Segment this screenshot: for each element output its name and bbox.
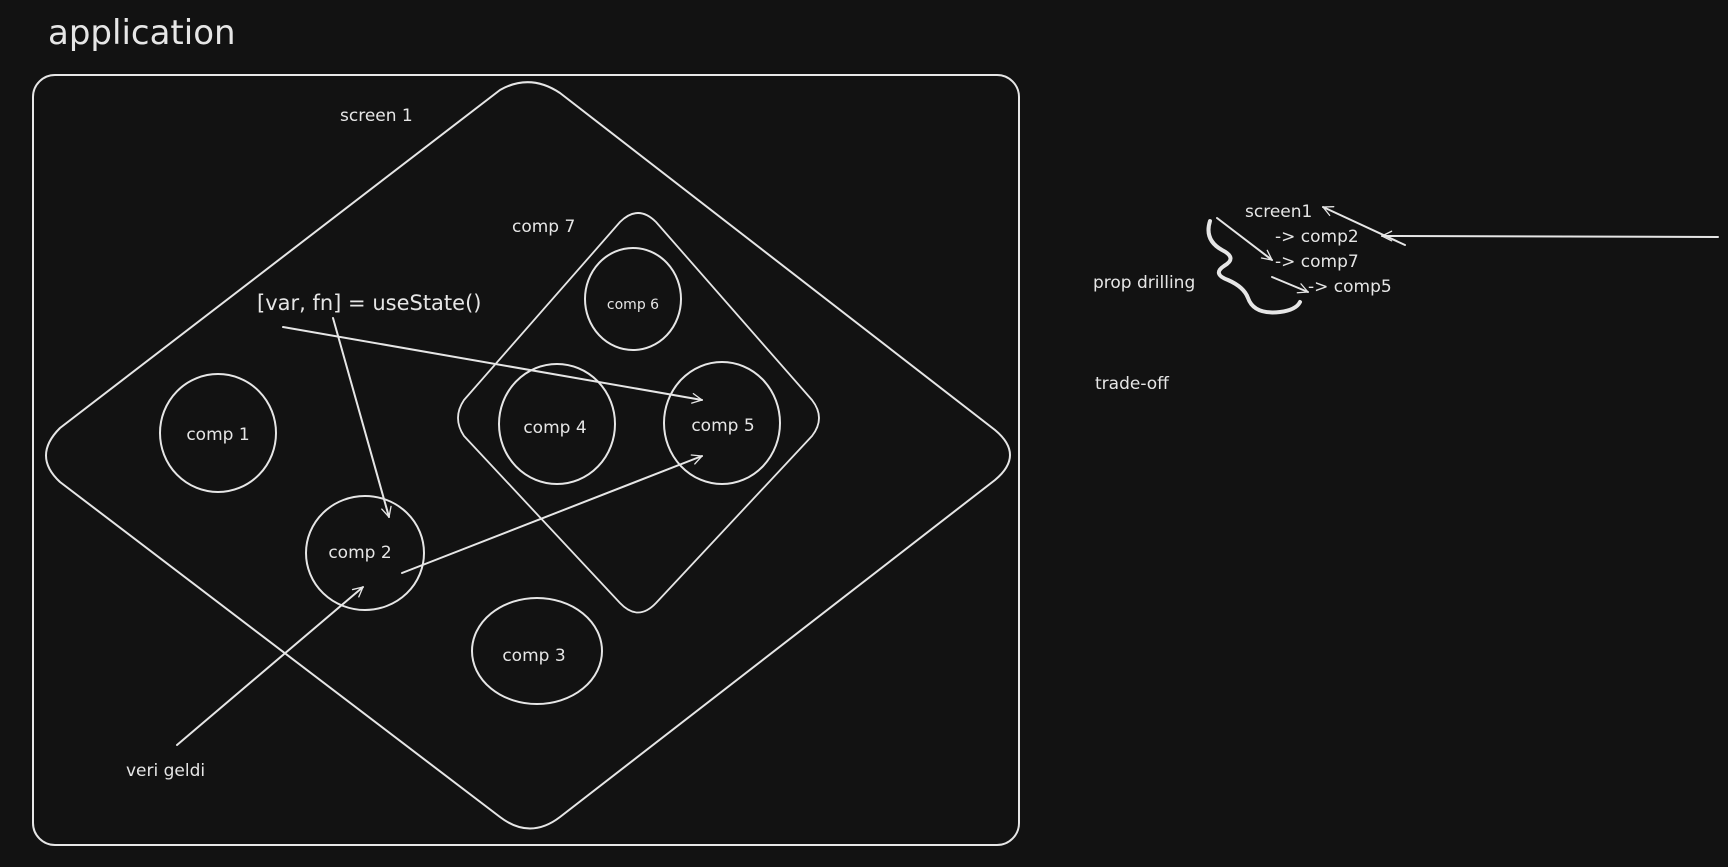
comp3-label: comp 3 <box>502 646 565 666</box>
screen-label: screen 1 <box>340 106 413 126</box>
comp6-label: comp 6 <box>607 297 659 313</box>
long-pointer-arrow <box>1381 230 1719 242</box>
state-to-comp5-arrow <box>282 326 703 404</box>
screen-diamond <box>45 81 1011 830</box>
comp7-diamond <box>457 212 820 614</box>
prop-drilling-brace <box>1206 219 1302 315</box>
app-title: application <box>48 13 236 53</box>
chain-screen1: screen1 <box>1245 202 1312 222</box>
tradeoff-label: trade-off <box>1095 374 1170 394</box>
comp5-circle <box>663 361 781 485</box>
chain-comp7: -> comp7 <box>1275 252 1359 272</box>
application-frame <box>32 74 1020 846</box>
prop-drilling-label: prop drilling <box>1093 273 1195 293</box>
comp1-label: comp 1 <box>186 425 249 445</box>
comp5-label: comp 5 <box>691 416 754 436</box>
chain-comp2: -> comp2 <box>1275 227 1359 247</box>
comp2-label: comp 2 <box>328 543 391 563</box>
comp4-circle <box>498 363 616 485</box>
comp2-to-comp5-arrow <box>401 454 703 574</box>
comp7-to-comp5-arrow <box>1271 276 1309 294</box>
comp1-circle <box>159 373 277 493</box>
incoming-data-label: veri geldi <box>126 761 205 781</box>
pointer-to-screen1-arrow <box>1322 206 1406 246</box>
comp6-circle <box>584 247 682 351</box>
chain-comp5: -> comp5 <box>1308 277 1392 297</box>
comp2-circle <box>305 495 425 611</box>
comp4-label: comp 4 <box>523 418 586 438</box>
screen1-to-comp2-arrow <box>1216 217 1273 261</box>
state-to-comp2-arrow <box>332 317 392 518</box>
comp3-circle <box>471 597 603 705</box>
comp7-label: comp 7 <box>512 217 575 237</box>
usestate-label: [var, fn] = useState() <box>257 291 481 315</box>
incoming-data-arrow <box>176 586 364 746</box>
